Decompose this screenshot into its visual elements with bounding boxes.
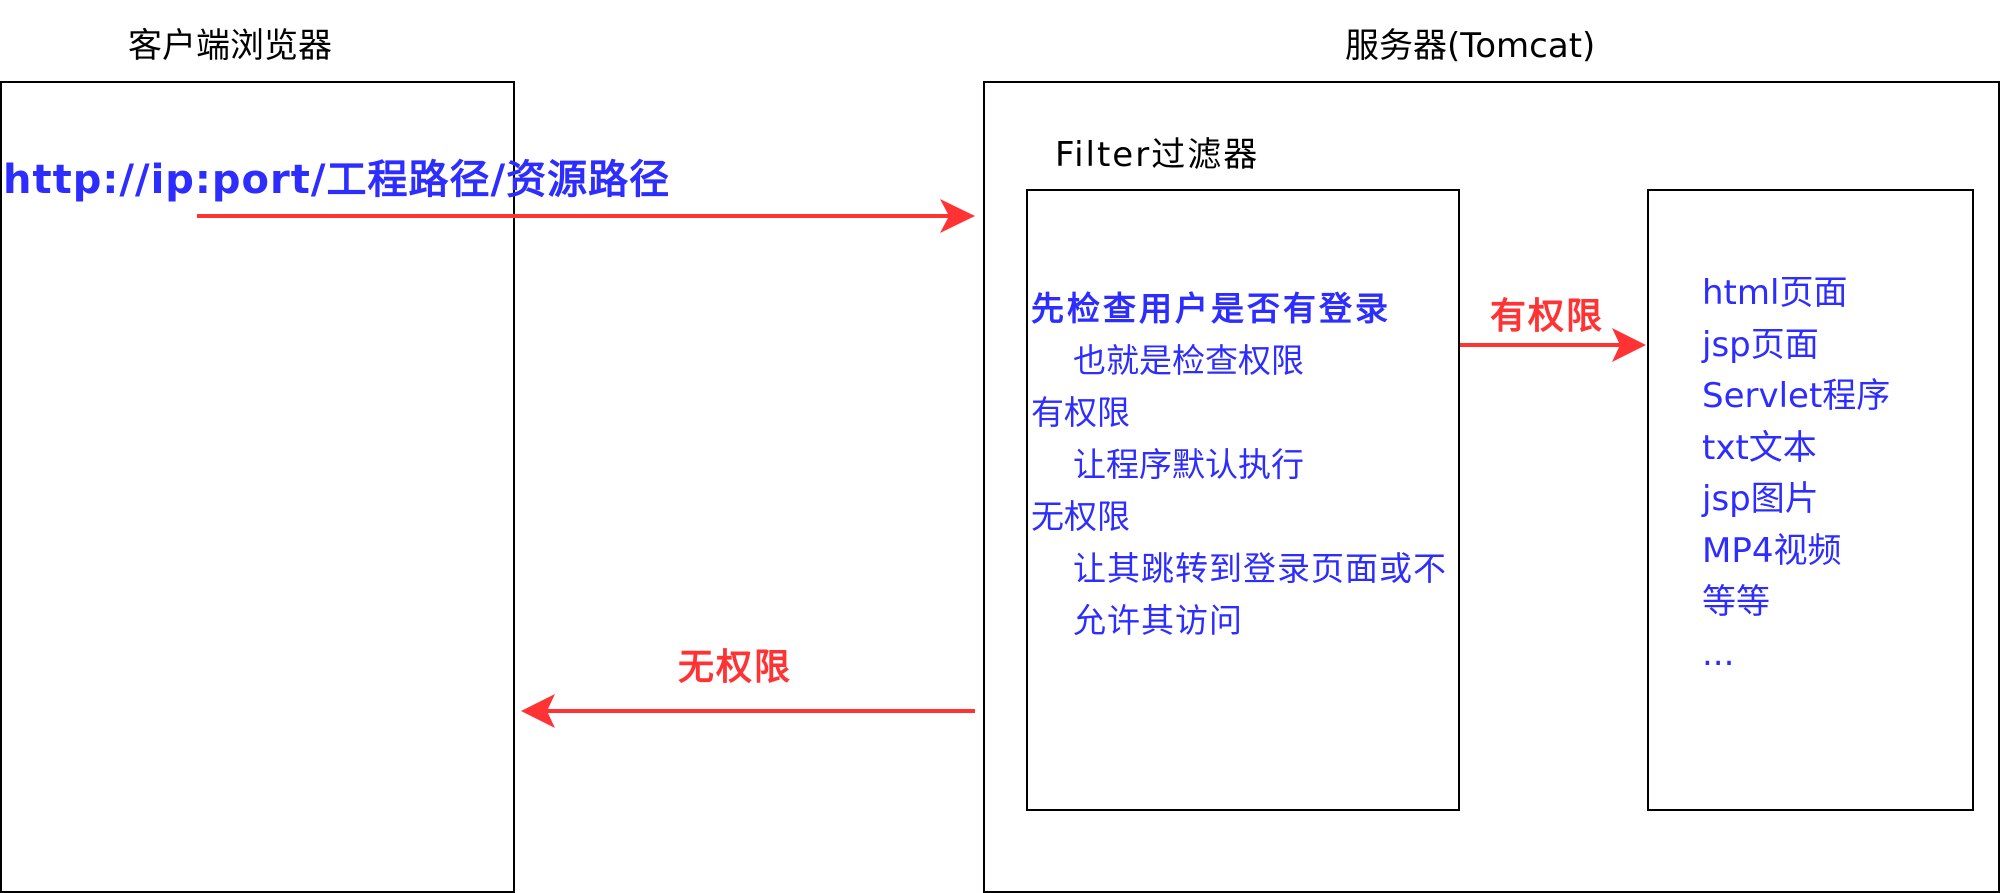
resource-image: jsp图片 [1702, 479, 1819, 519]
no-permission-arrow [521, 694, 975, 728]
arrow-label-has-permission: 有权限 [1490, 296, 1605, 337]
filter-line-redirect-login: 让其跳转到登录页面或不允许其访问 [1073, 549, 1447, 640]
server-title: 服务器(Tomcat) [1345, 26, 1596, 66]
filter-line-check-permission: 也就是检查权限 [1073, 341, 1304, 380]
resource-ellipsis: ... [1702, 633, 1735, 674]
client-title: 客户端浏览器 [128, 26, 332, 66]
filter-description: 先检查用户是否有登录 也就是检查权限 有权限 让程序默认执行 无权限 让其跳转到… [1031, 283, 1451, 647]
resource-html: html页面 [1702, 273, 1848, 313]
resource-mp4: MP4视频 [1702, 530, 1842, 571]
resource-etc: 等等 [1702, 582, 1770, 622]
resource-txt: txt文本 [1702, 427, 1817, 468]
resource-jsp: jsp页面 [1702, 324, 1819, 365]
resources-box [1647, 189, 1974, 811]
filter-line-has-permission: 有权限 [1031, 393, 1130, 432]
filter-box [1026, 189, 1460, 811]
resource-list: html页面 jsp页面 Servlet程序 txt文本 jsp图片 MP4视频… [1702, 268, 1890, 680]
filter-line-check-login: 先检查用户是否有登录 [1031, 289, 1391, 328]
filter-line-default-execute: 让程序默认执行 [1073, 445, 1304, 484]
filter-line-no-permission: 无权限 [1031, 497, 1130, 536]
arrow-label-no-permission: 无权限 [678, 647, 793, 688]
resource-servlet: Servlet程序 [1702, 376, 1891, 416]
request-url: http://ip:port/工程路径/资源路径 [3, 157, 671, 203]
filter-title: Filter过滤器 [1055, 135, 1260, 175]
